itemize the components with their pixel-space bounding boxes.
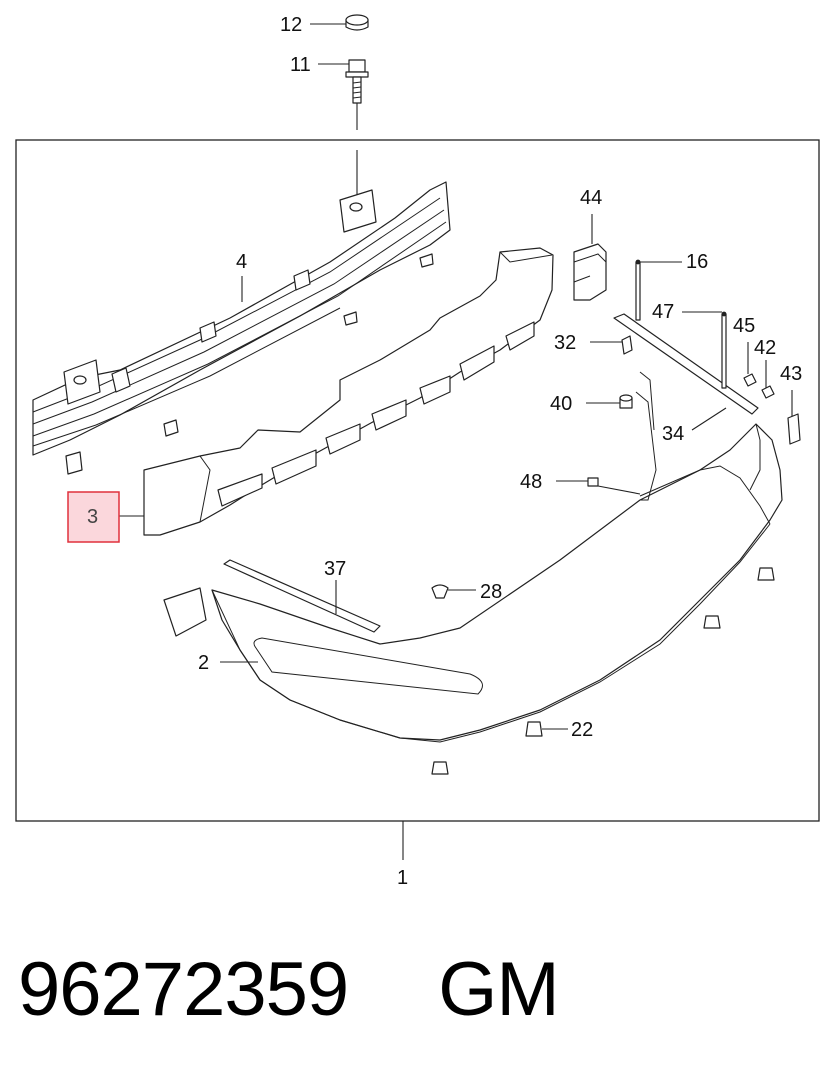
callout-22: 22	[571, 719, 593, 741]
callout-11: 11	[290, 54, 311, 76]
callout-28: 28	[480, 581, 502, 603]
callout-40: 40	[550, 393, 572, 415]
cap-part-12	[345, 14, 369, 31]
callout-16: 16	[686, 251, 708, 273]
mounting-strip-part-16	[613, 259, 759, 415]
brand-name: GM	[438, 947, 559, 1032]
energy-absorber-part-3	[143, 247, 554, 536]
highlight-box	[67, 491, 120, 543]
callout-45: 45	[733, 315, 755, 337]
bracket-part-43	[787, 413, 801, 445]
diagram-frame	[15, 139, 820, 822]
screw-part-48	[587, 477, 599, 487]
callout-2: 2	[198, 652, 209, 674]
callout-47: 47	[652, 301, 674, 323]
bolt-part-11	[345, 59, 369, 104]
clip-part-40	[619, 394, 633, 409]
callout-42: 42	[754, 337, 776, 359]
callout-37: 37	[324, 558, 346, 580]
bracket-part-32	[621, 335, 633, 355]
nut-part-22	[163, 567, 775, 775]
nut-part-42	[761, 385, 775, 399]
mounting-strip-part-37	[223, 559, 381, 633]
bracket-part-44	[573, 243, 607, 301]
footer-caption: 96272359 GM	[18, 946, 560, 1033]
bumper-cover-part-2	[211, 371, 783, 743]
callout-32: 32	[554, 332, 576, 354]
callout-34: 34	[662, 423, 684, 445]
callout-48: 48	[520, 471, 542, 493]
part-number: 96272359	[18, 947, 349, 1032]
callout-43: 43	[780, 363, 802, 385]
clip-part-28	[431, 584, 449, 599]
clip-part-45	[743, 373, 757, 387]
callout-44: 44	[580, 187, 602, 209]
reinforcement-beam-part-4	[32, 181, 451, 475]
callout-3: 3	[87, 506, 98, 528]
callout-1: 1	[397, 867, 408, 889]
callout-4: 4	[236, 251, 247, 273]
callout-12: 12	[280, 14, 302, 36]
